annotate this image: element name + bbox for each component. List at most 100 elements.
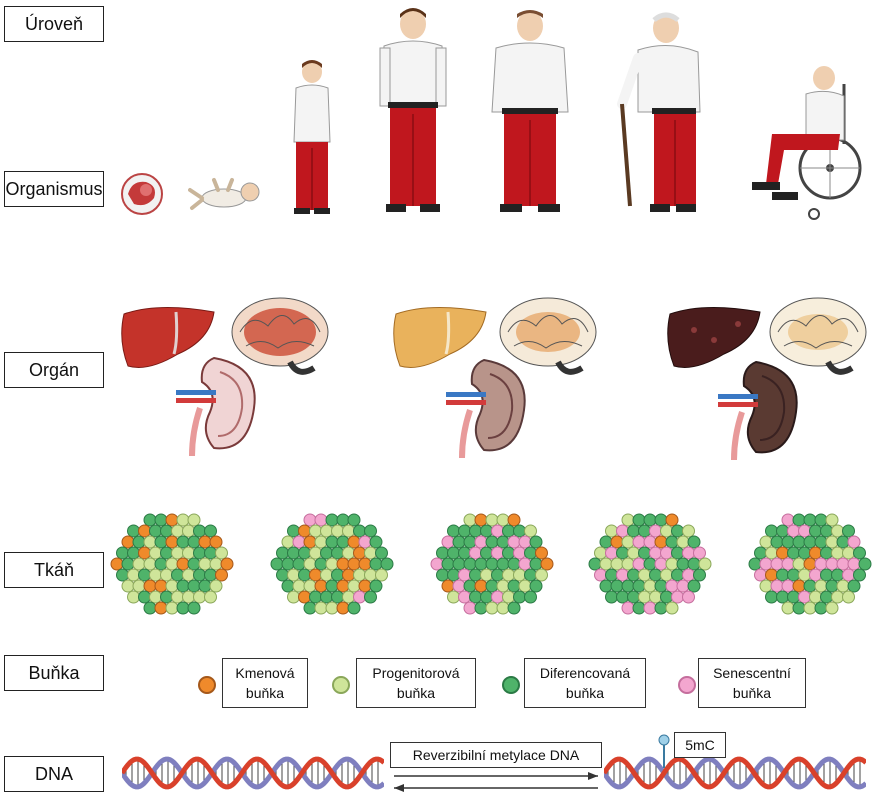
tissue-cell bbox=[535, 546, 548, 560]
tissue-cell bbox=[165, 579, 179, 593]
tissue-cell bbox=[270, 557, 284, 571]
tissue-cell bbox=[676, 535, 690, 549]
tissue-cell bbox=[588, 557, 602, 571]
tissue-cell bbox=[671, 524, 684, 538]
tissue-cell bbox=[165, 557, 179, 571]
tissue-cell bbox=[621, 579, 635, 593]
tissue-cell bbox=[309, 590, 322, 604]
tissue-cell bbox=[616, 524, 629, 538]
tissue-cell bbox=[621, 535, 635, 549]
tissue-cell bbox=[375, 568, 388, 582]
tissue-cell bbox=[469, 524, 482, 538]
tissue-cell bbox=[770, 535, 784, 549]
tissue-cell bbox=[287, 590, 300, 604]
tissue-cell bbox=[193, 590, 206, 604]
tissue-cell bbox=[309, 524, 322, 538]
tissue-cell bbox=[160, 590, 173, 604]
tissue-cell bbox=[649, 590, 662, 604]
tissue-cell bbox=[682, 568, 695, 582]
legend-progenitor-line2: buňka bbox=[396, 685, 436, 701]
tissue-cell bbox=[605, 524, 618, 538]
tissue-cell bbox=[314, 535, 328, 549]
old-man-with-cane-figure bbox=[617, 12, 701, 212]
tissue-cell bbox=[787, 524, 800, 538]
tissue-cell bbox=[787, 590, 800, 604]
stem-cell-icon bbox=[198, 676, 216, 694]
tissue-cluster bbox=[270, 513, 394, 615]
tissue-cell bbox=[325, 579, 339, 593]
tissue-cell bbox=[502, 568, 515, 582]
tissue-cell bbox=[649, 524, 662, 538]
tissue-cell bbox=[320, 524, 333, 538]
tissue-cell bbox=[770, 579, 784, 593]
tissue-cell bbox=[599, 579, 613, 593]
tissue-cell bbox=[116, 546, 129, 560]
tissue-cell bbox=[215, 546, 228, 560]
tissue-cell bbox=[621, 557, 635, 571]
tissue-cell bbox=[671, 546, 684, 560]
tissue-cell bbox=[369, 557, 383, 571]
tissue-cell bbox=[632, 557, 646, 571]
tissue-cell bbox=[627, 546, 640, 560]
tissue-cell bbox=[154, 513, 168, 527]
tissue-cell bbox=[138, 568, 151, 582]
tissue-cell bbox=[358, 579, 372, 593]
tissue-cell bbox=[621, 513, 635, 527]
tissue-cell bbox=[803, 557, 817, 571]
tissue-cell bbox=[502, 524, 515, 538]
tissue-cell bbox=[676, 579, 690, 593]
tissue-cell bbox=[814, 535, 828, 549]
tissue-cell bbox=[765, 524, 778, 538]
tissue-cell bbox=[331, 568, 344, 582]
tissue-cell bbox=[485, 557, 499, 571]
methyl-mark-icon bbox=[658, 734, 670, 768]
tissue-cell bbox=[165, 601, 179, 615]
tissue-cell bbox=[842, 524, 855, 538]
tissue-cell bbox=[369, 579, 383, 593]
tissue-cell bbox=[599, 557, 613, 571]
tissue-cell bbox=[463, 557, 477, 571]
5mc-label: 5mC bbox=[674, 732, 726, 758]
tissue-cell bbox=[281, 557, 295, 571]
young-man-figure bbox=[379, 8, 447, 212]
tissue-cell bbox=[649, 568, 662, 582]
tissue-cell bbox=[632, 535, 646, 549]
tissue-cell bbox=[353, 590, 366, 604]
tissue-cell bbox=[430, 557, 444, 571]
liver-young-icon bbox=[121, 307, 215, 368]
progenitor-cell-icon bbox=[332, 676, 350, 694]
tissue-cell bbox=[820, 590, 833, 604]
tissue-cell bbox=[336, 535, 350, 549]
tissue-cell bbox=[671, 568, 684, 582]
tissue-cell bbox=[182, 568, 195, 582]
tissue-cell bbox=[480, 590, 493, 604]
tissue-cell bbox=[748, 557, 762, 571]
tissue-cell bbox=[491, 590, 504, 604]
tissue-cell bbox=[660, 568, 673, 582]
tissue-cell bbox=[485, 601, 499, 615]
tissue-cell bbox=[303, 513, 317, 527]
tissue-cell bbox=[132, 579, 146, 593]
tissue-cell bbox=[154, 557, 168, 571]
tissue-cell bbox=[369, 535, 383, 549]
tissue-cell bbox=[638, 568, 651, 582]
tissue-cell bbox=[770, 557, 784, 571]
tissue-cell bbox=[209, 535, 223, 549]
tissue-cell bbox=[754, 568, 767, 582]
tissue-cell bbox=[787, 546, 800, 560]
tissue-cell bbox=[842, 590, 855, 604]
tissue-cell bbox=[347, 513, 361, 527]
tissue-cell bbox=[610, 535, 624, 549]
tissue-cell bbox=[605, 568, 618, 582]
tissue-cell bbox=[654, 557, 668, 571]
tissue-cell bbox=[682, 590, 695, 604]
tissue-cell bbox=[660, 590, 673, 604]
fetus-icon bbox=[121, 173, 163, 215]
tissue-cell bbox=[792, 601, 806, 615]
tissue-cell bbox=[176, 557, 190, 571]
tissue-cell bbox=[204, 568, 217, 582]
tissue-cell bbox=[469, 568, 482, 582]
tissue-cell bbox=[803, 513, 817, 527]
tissue-cell bbox=[314, 601, 328, 615]
tissue-cell bbox=[347, 601, 361, 615]
